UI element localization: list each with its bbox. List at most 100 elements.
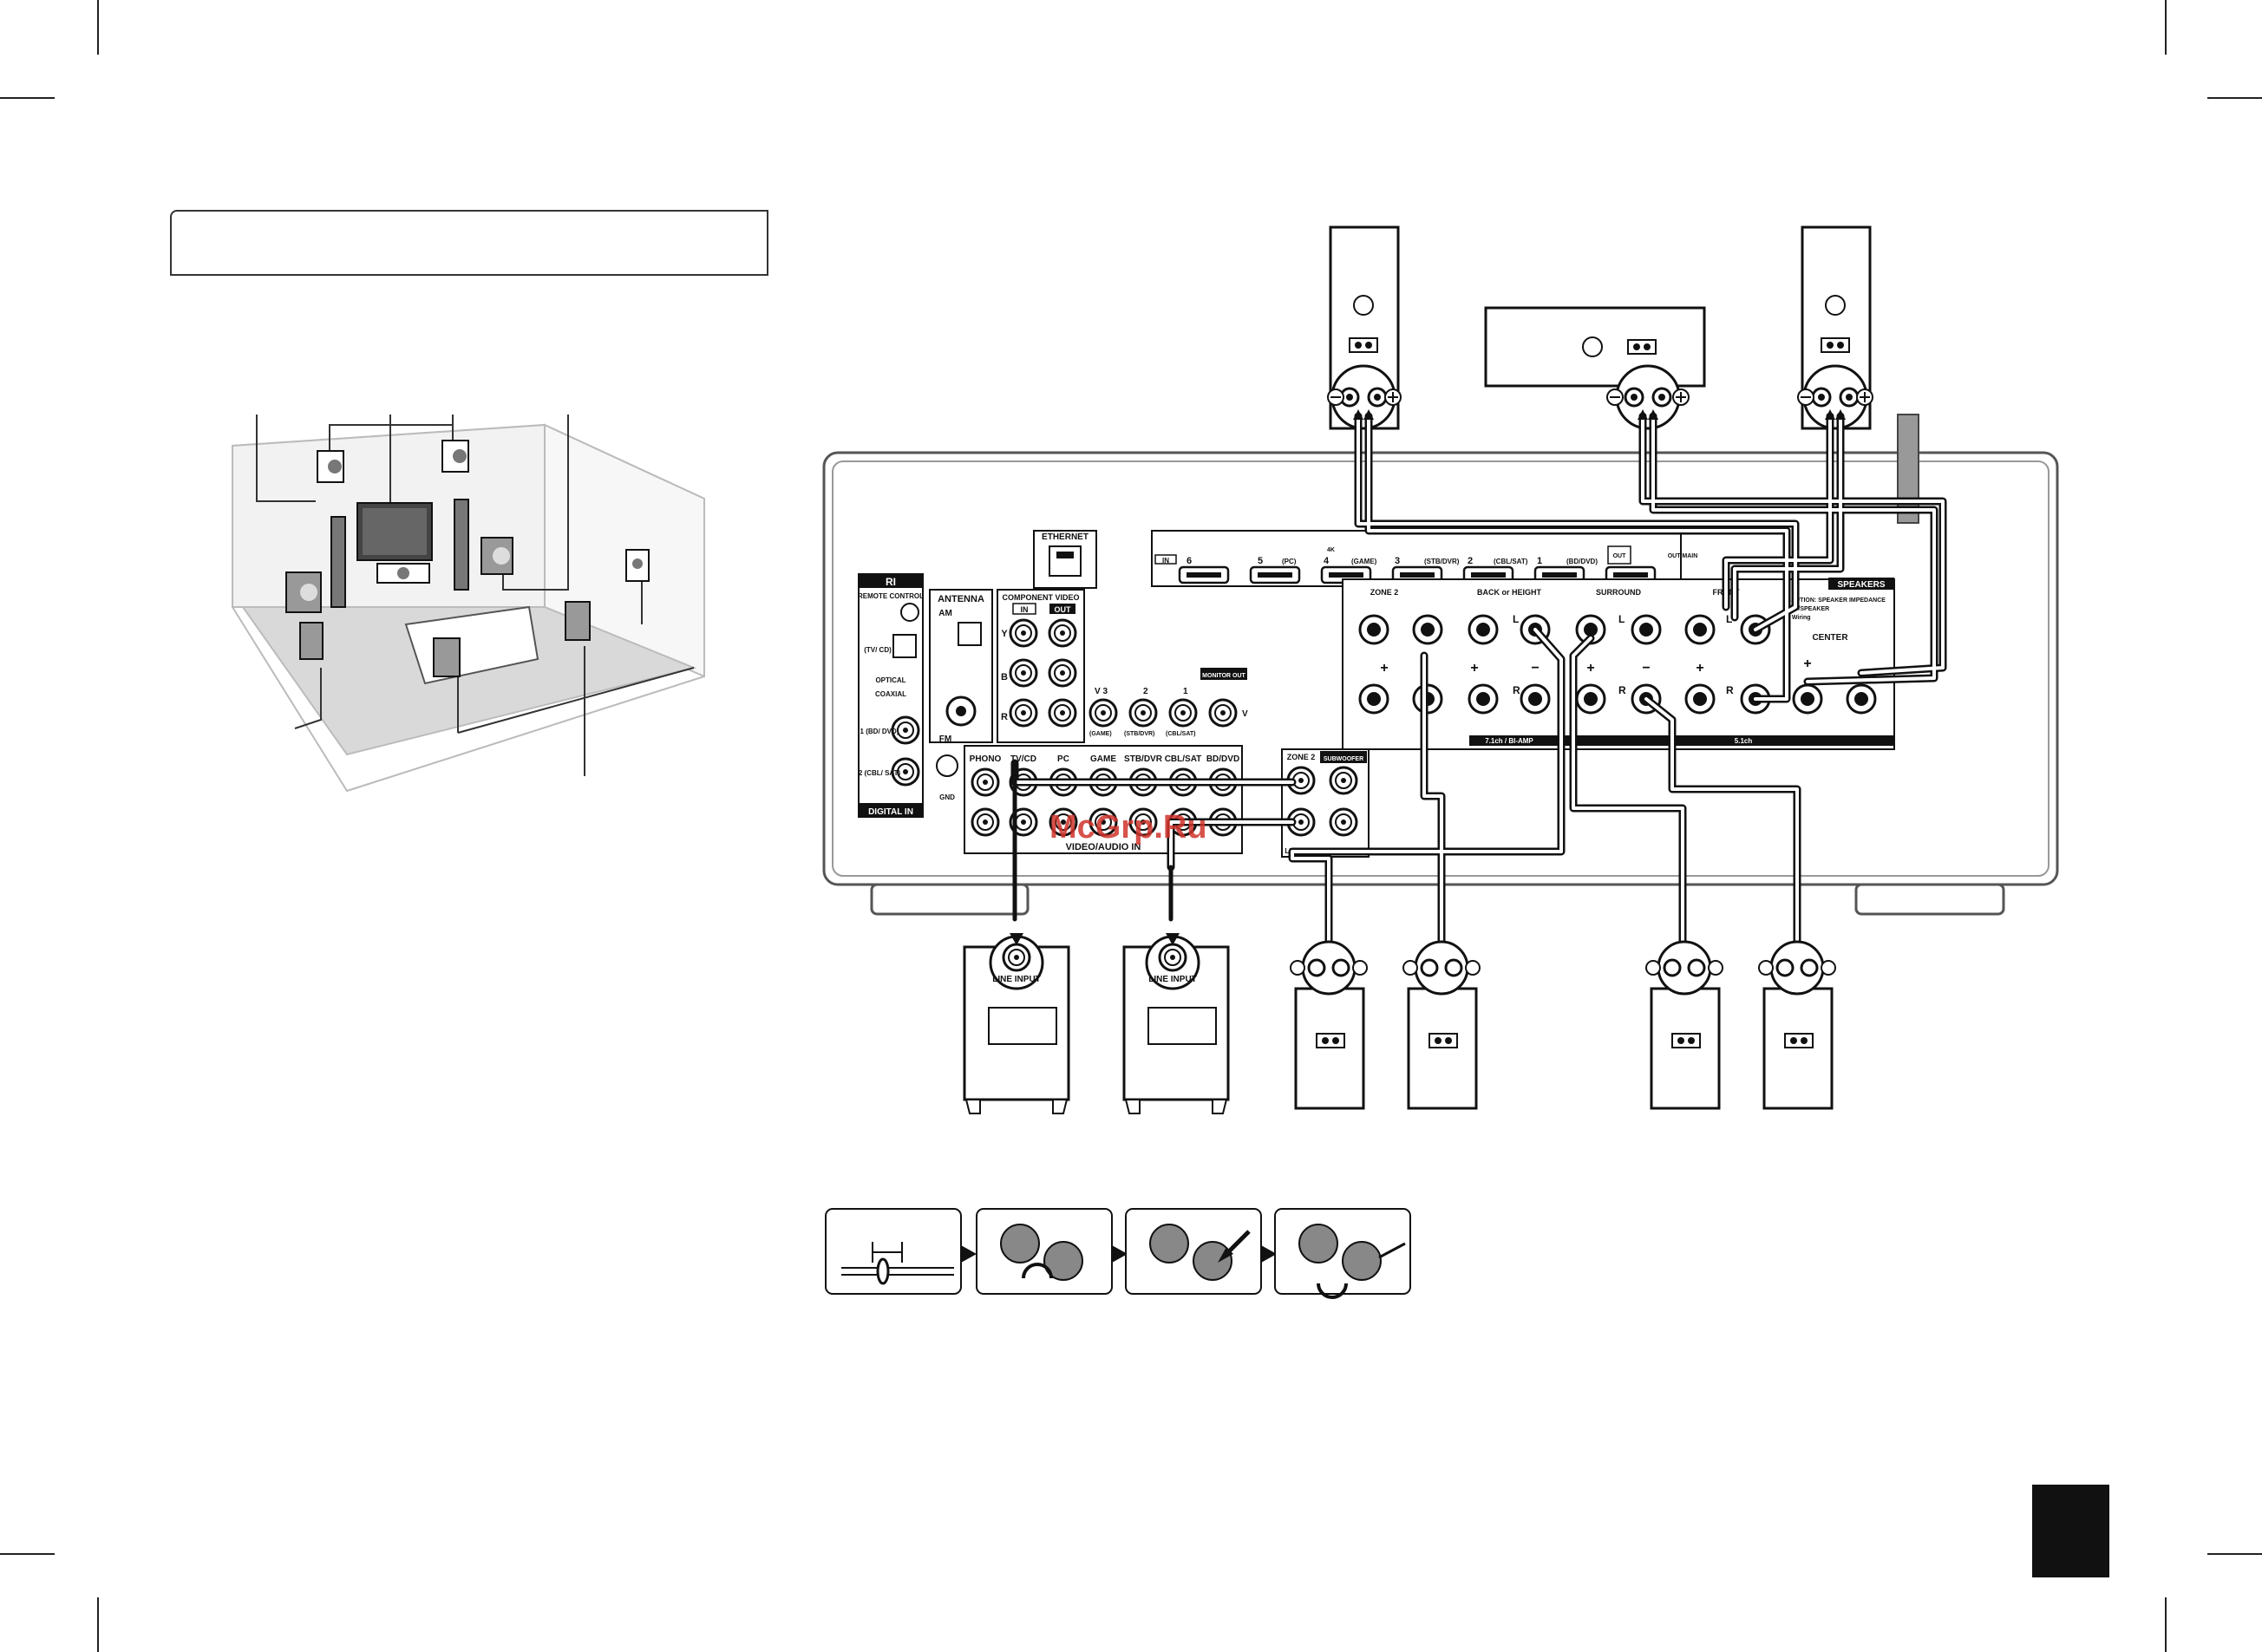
center-label: CENTER	[1812, 633, 1848, 643]
back-plus-label: +	[1470, 661, 1478, 676]
surround-back-right-speaker	[1402, 940, 1481, 1110]
optical-tvcd-label: (TV/ CD)	[864, 646, 892, 654]
optical-label: OPTICAL	[875, 676, 905, 684]
center-plus-label: +	[1803, 656, 1811, 671]
gnd-label: GND	[939, 793, 955, 801]
page-tab	[2032, 1485, 2109, 1577]
hdmi-4-sub: (GAME)	[1351, 558, 1377, 565]
crop-mark	[2165, 0, 2167, 55]
component-out-label: OUT	[1055, 605, 1072, 614]
center-speaker	[1484, 306, 1706, 388]
coaxial-1-label: 1 (BD/ DVD)	[860, 728, 899, 735]
crop-mark	[97, 0, 99, 55]
speaker-terminal-callout	[1327, 364, 1402, 430]
audio-in-cblsat: CBL/SAT	[1165, 754, 1202, 764]
ri-label: RI	[886, 576, 896, 588]
component-video-label: COMPONENT VIDEO	[1002, 593, 1079, 602]
subwoofer-2: LINE INPUT	[1122, 933, 1230, 1114]
remote-control-label: REMOTE CONTROL	[858, 592, 924, 600]
front-l-label: L	[1726, 613, 1732, 625]
zone2-preout-label: ZONE 2	[1287, 753, 1316, 761]
monitor-out-label: MONITOR OUT	[1202, 673, 1245, 679]
v1-label: 1	[1183, 687, 1188, 696]
watermark: McGrp.Ru	[1049, 809, 1207, 846]
crop-mark	[0, 97, 55, 99]
hdmi-4k-label: 4K	[1327, 547, 1335, 553]
hdmi-3-sub: (STB/DVR)	[1424, 558, 1460, 565]
component-in-label: IN	[1021, 605, 1029, 614]
coaxial-label: COAXIAL	[875, 690, 906, 698]
ethernet-label: ETHERNET	[1042, 532, 1089, 542]
audio-in-bddvd: BD/DVD	[1206, 754, 1239, 764]
surround-minus-label: −	[1642, 661, 1650, 676]
surround-label: SURROUND	[1596, 588, 1642, 597]
section-title-box	[170, 210, 768, 276]
coaxial-2-label: 2 (CBL/ SAT)	[859, 769, 901, 777]
subwoofer-preout-label: SUBWOOFER	[1324, 756, 1363, 762]
audio-in-game: GAME	[1090, 754, 1116, 764]
v2-sub: (STB/DVR)	[1124, 731, 1154, 737]
subwoofer-1-line-input: LINE INPUT	[992, 975, 1041, 984]
hdmi-main-label: OUT MAIN	[1668, 553, 1698, 559]
v2-label: 2	[1143, 687, 1148, 696]
surround-left-speaker	[1645, 940, 1723, 1110]
crop-mark	[2165, 1597, 2167, 1652]
hdmi-5-label: 5	[1258, 556, 1263, 566]
hdmi-out-label: OUT	[1613, 553, 1627, 559]
v3-sub: (GAME)	[1089, 731, 1112, 737]
v3-label: V 3	[1095, 687, 1108, 696]
monitor-v-label: V	[1242, 709, 1248, 719]
zone2-speaker-label: ZONE 2	[1370, 588, 1399, 597]
v1-sub: (CBL/SAT)	[1166, 731, 1195, 737]
surround-r-label: R	[1618, 684, 1626, 696]
digital-in-label: DIGITAL IN	[868, 807, 913, 817]
surround-l-label: L	[1618, 613, 1625, 625]
back-height-label: BACK or HEIGHT	[1477, 588, 1542, 597]
hdmi-3-label: 3	[1395, 556, 1400, 566]
component-b-label: B	[1001, 672, 1008, 682]
hdmi-in-label: IN	[1162, 557, 1169, 565]
audio-in-tvcd: TV/CD	[1010, 754, 1036, 764]
fm-label: FM	[939, 735, 951, 744]
front-r-label: R	[1726, 684, 1734, 696]
audio-in-pc: PC	[1057, 754, 1069, 764]
speaker-terminal-callout	[1797, 364, 1873, 430]
speaker-cables	[1010, 409, 1947, 950]
audio-in-stbdvr: STB/DVR	[1124, 754, 1163, 764]
hdmi-1-sub: (BD/DVD)	[1566, 558, 1598, 565]
hdmi-2-sub: (CBL/SAT)	[1494, 558, 1528, 565]
component-y-label: Y	[1001, 629, 1008, 639]
audio-in-phono: PHONO	[970, 754, 1002, 764]
hdmi-5-sub: (PC)	[1282, 558, 1297, 565]
crop-mark	[0, 1553, 55, 1555]
zone2-plus-label: +	[1380, 661, 1388, 676]
subwoofer-1: LINE INPUT	[963, 933, 1070, 1114]
bi-amp-label: 7.1ch / BI-AMP	[1485, 737, 1533, 745]
antenna-label: ANTENNA	[938, 594, 984, 604]
hdmi-1-label: 1	[1537, 556, 1542, 566]
crop-mark	[97, 1597, 99, 1652]
am-label: AM	[938, 609, 952, 618]
ch51-label: 5.1ch	[1735, 737, 1753, 745]
surround-plus-label: +	[1586, 661, 1594, 676]
surround-right-speaker	[1758, 940, 1836, 1110]
hdmi-6-label: 6	[1187, 556, 1192, 566]
impedance-line-2: 6 Ω /SPEAKER	[1787, 606, 1829, 612]
back-r-label: R	[1513, 684, 1520, 696]
room-illustration	[232, 415, 705, 793]
hdmi-4-label: 4	[1324, 556, 1330, 566]
back-minus-label: −	[1531, 661, 1539, 676]
back-l-label: L	[1513, 613, 1519, 625]
component-r-label: R	[1001, 712, 1008, 722]
speaker-terminal-callout	[1606, 364, 1690, 430]
impedance-line-1: CAUTION: SPEAKER IMPEDANCE	[1787, 597, 1886, 604]
surround-back-left-speaker	[1290, 940, 1368, 1110]
subwoofer-2-line-input: LINE INPUT	[1148, 975, 1197, 984]
speakers-label: SPEAKERS	[1837, 580, 1885, 590]
front-plus-label: +	[1696, 661, 1703, 676]
crop-mark	[2207, 1553, 2262, 1555]
impedance-line-3: 2 Wiring	[1787, 615, 1811, 621]
crop-mark	[2207, 97, 2262, 99]
hdmi-2-label: 2	[1468, 556, 1473, 566]
